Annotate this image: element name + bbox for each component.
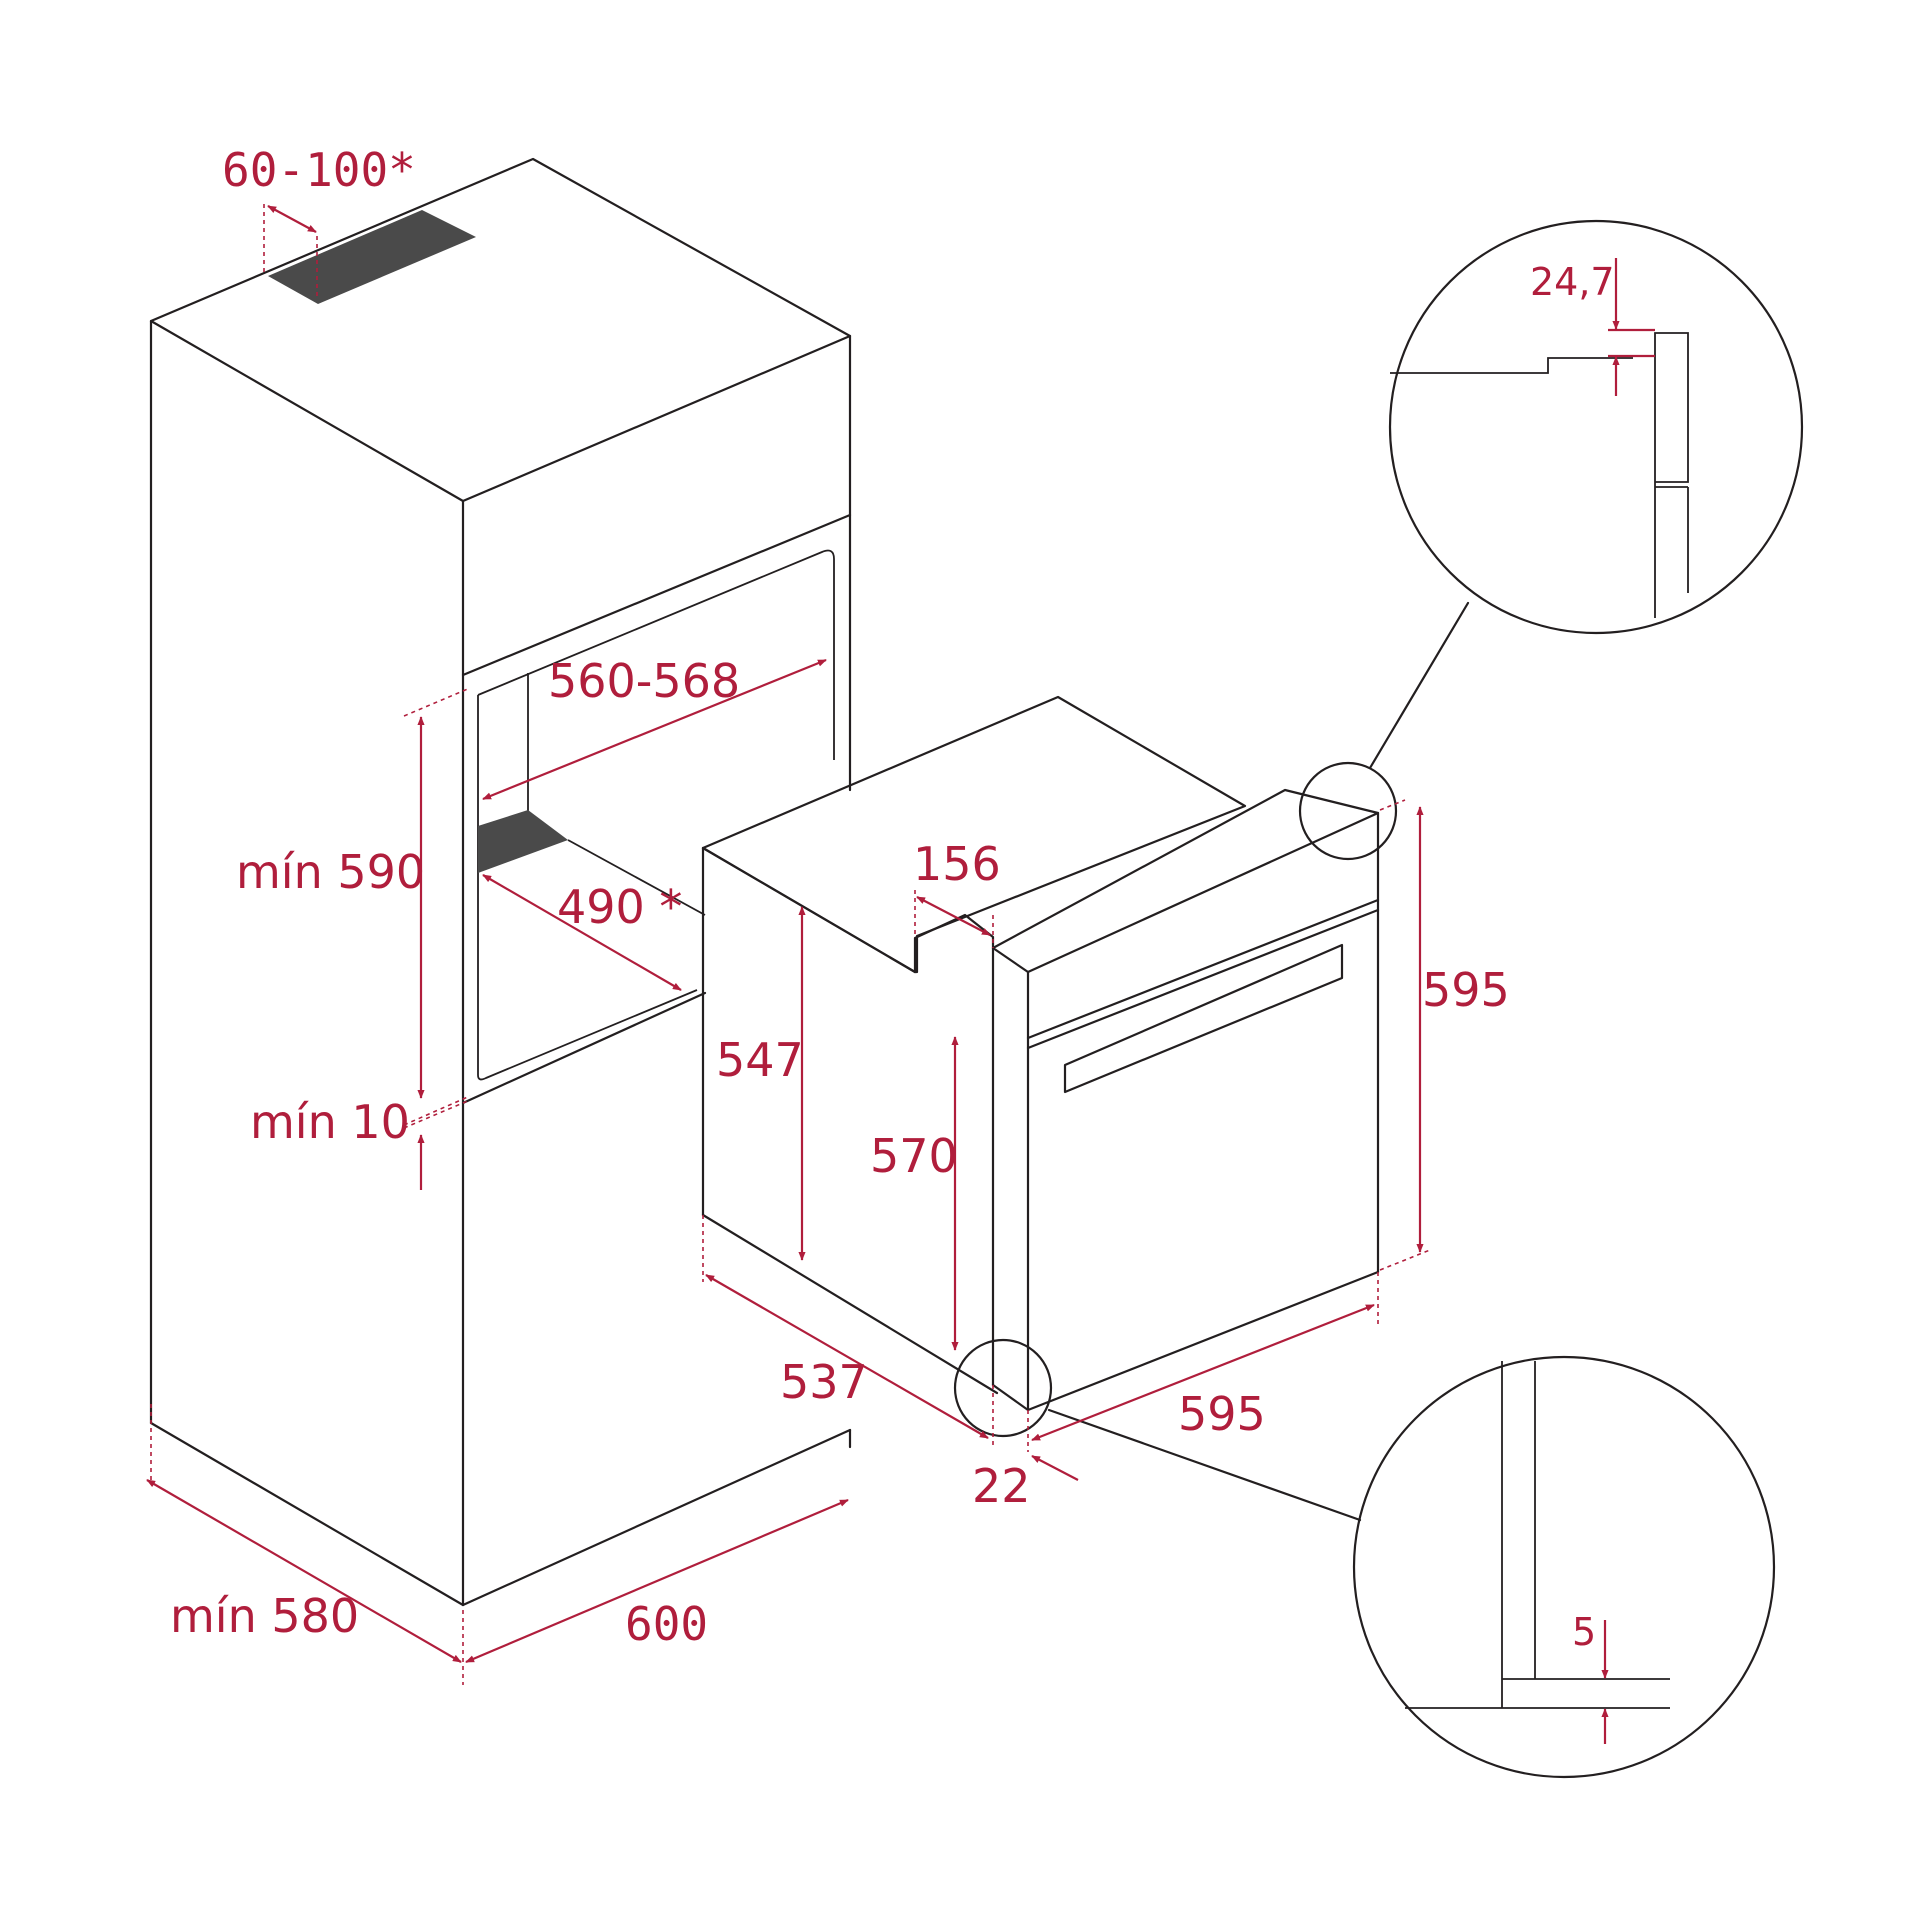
label-top-detail: 24,7 [1530, 260, 1615, 304]
vent-slot [268, 210, 476, 304]
label-front-height: 570 [870, 1129, 958, 1183]
label-front-thickness: 22 [972, 1459, 1031, 1513]
label-cabinet-depth: mín 580 [170, 1589, 359, 1643]
label-bottom-detail: 5 [1572, 1610, 1596, 1654]
label-cabinet-width: 600 [625, 1597, 708, 1651]
label-shelf-depth: 490 * [557, 880, 682, 934]
label-bottom-gap: mín 10 [250, 1095, 410, 1149]
label-flange-depth: 156 [913, 837, 1001, 891]
label-total-height: 595 [1422, 963, 1510, 1017]
dimension-labels: 60-100* 560-568 mín 590 490 * mín 10 mín… [170, 143, 1615, 1654]
dimension-lines [146, 204, 1431, 1685]
label-body-depth: 537 [780, 1355, 868, 1409]
oven [701, 695, 1380, 1412]
shelf-slot [478, 810, 568, 873]
bottom-detail [1405, 1361, 1670, 1744]
label-niche-height: mín 590 [236, 845, 425, 899]
label-front-width: 595 [1178, 1387, 1266, 1441]
label-niche-width: 560-568 [548, 654, 740, 708]
label-vent-gap: 60-100* [222, 143, 416, 197]
top-detail [1390, 258, 1689, 618]
label-body-height: 547 [716, 1033, 804, 1087]
